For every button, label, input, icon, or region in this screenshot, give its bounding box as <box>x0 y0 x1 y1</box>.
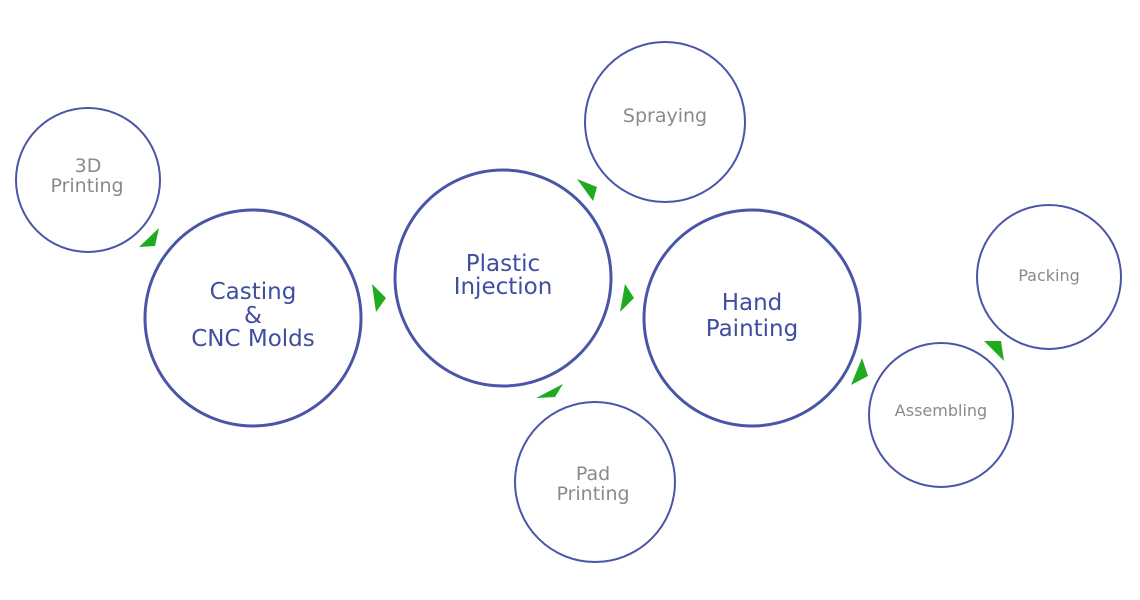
node-assembling: Assembling <box>868 342 1014 488</box>
node-pad-printing-label-line1: Pad <box>576 463 610 485</box>
node-pad-printing-label-line2: Printing <box>556 483 629 505</box>
node-3d-printing-circle <box>15 107 161 253</box>
node-casting-cnc-molds-label-line1: Casting <box>210 279 297 305</box>
node-spraying-circle <box>584 41 746 203</box>
node-3d-printing: 3D Printing <box>15 107 161 253</box>
node-packing-label: Packing <box>1018 266 1080 285</box>
arrow-plastic-injection-to-hand-painting <box>620 284 634 312</box>
node-3d-printing-label-line2: Printing <box>50 175 123 197</box>
arrow-pad-printing-to-plastic-injection <box>536 384 563 398</box>
node-hand-painting: Hand Painting <box>642 208 862 428</box>
node-plastic-injection: Plastic Injection <box>393 168 613 388</box>
node-casting-cnc-molds-label-line2: & <box>244 303 262 329</box>
arrow-casting-to-plastic-injection <box>372 284 386 312</box>
node-casting-cnc-molds-label-line3: CNC Molds <box>191 326 315 352</box>
node-spraying-label: Spraying <box>623 105 707 127</box>
node-packing-circle <box>976 204 1122 350</box>
arrow-3d-printing-to-casting <box>139 228 159 247</box>
node-packing: Packing <box>976 204 1122 350</box>
node-assembling-label: Assembling <box>895 401 987 420</box>
node-hand-painting-circle <box>642 208 862 428</box>
node-hand-painting-label-line2: Painting <box>706 316 798 342</box>
arrow-plastic-injection-to-spraying <box>577 179 597 201</box>
arrow-assembling-to-packing <box>984 341 1004 361</box>
node-pad-printing-circle <box>514 401 676 563</box>
node-pad-printing: Pad Printing <box>514 401 676 563</box>
node-casting-cnc-molds-circle <box>143 208 363 428</box>
node-hand-painting-label-line1: Hand <box>722 290 783 316</box>
arrow-hand-painting-to-assembling <box>851 358 868 385</box>
node-plastic-injection-label-line1: Plastic <box>466 251 540 277</box>
node-3d-printing-label-line1: 3D <box>75 155 102 177</box>
node-spraying: Spraying <box>584 41 746 203</box>
node-plastic-injection-label-line2: Injection <box>454 274 553 300</box>
node-assembling-circle <box>868 342 1014 488</box>
node-casting-cnc-molds: Casting & CNC Molds <box>143 208 363 428</box>
node-plastic-injection-circle <box>393 168 613 388</box>
